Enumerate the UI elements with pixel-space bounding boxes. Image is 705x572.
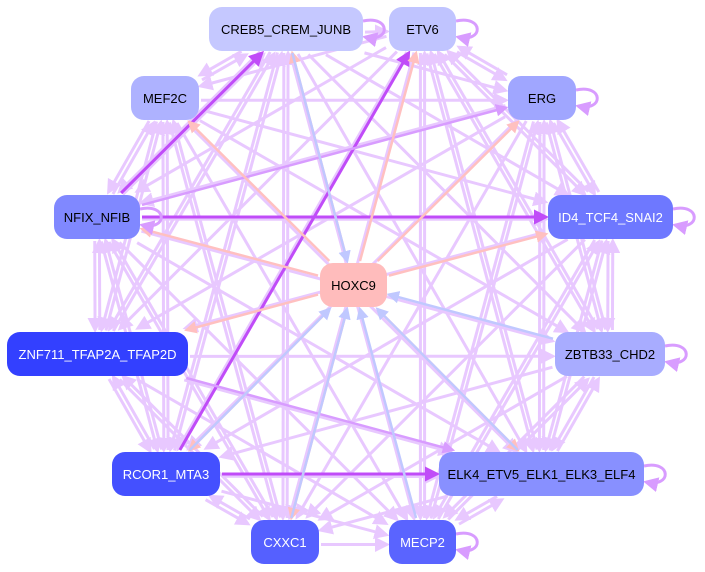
edge-ERG-to-ETV6 xyxy=(456,45,508,77)
node-nfix_nfib[interactable]: NFIX_NFIB xyxy=(54,195,140,239)
edge-RCOR1_MTA3-to-MEF2C xyxy=(159,118,175,450)
node-hoxc9[interactable]: HOXC9 xyxy=(320,263,387,307)
edge-CXXC1-to-HOXC9 xyxy=(290,306,351,519)
edge-ERG-to-CXXC1 xyxy=(295,120,528,520)
edge-RCOR1_MTA3-to-ETV6 xyxy=(178,50,411,451)
edge-RCOR1_MTA3-to-ZNF711_TFAP2A_TFAP2D xyxy=(111,374,156,450)
node-label: ELK4_ETV5_ELK1_ELK3_ELF4 xyxy=(447,466,636,482)
node-label: NFIX_NFIB xyxy=(63,209,131,225)
edge-CXXC1-to-CREB5_CREM_JUNB xyxy=(280,50,296,519)
edge-HOXC9-to-NFIX_NFIB xyxy=(139,225,319,277)
edge-CREB5_CREM_JUNB-to-HOXC9 xyxy=(291,52,351,264)
node-label: CXXC1 xyxy=(263,534,307,550)
edge-ZNF711_TFAP2A_TFAP2D-to-MECP2 xyxy=(136,378,389,525)
edge-MEF2C-to-MECP2 xyxy=(175,122,409,522)
edge-HOXC9-to-ID4_TCF4_SNAI2 xyxy=(388,230,549,277)
node-erg[interactable]: ERG xyxy=(508,76,576,120)
edge-ERG-to-NFIX_NFIB xyxy=(138,104,506,207)
edge-ID4_TCF4_SNAI2-to-RCOR1_MTA3 xyxy=(203,237,569,450)
edge-NFIX_NFIB-to-MEF2C xyxy=(111,120,155,195)
edge-HOXC9-to-ETV6 xyxy=(358,50,420,262)
node-zbtb33_chd2[interactable]: ZBTB33_CHD2 xyxy=(555,332,665,376)
node-creb5_crem_junb[interactable]: CREB5_CREM_JUNB xyxy=(209,7,363,51)
edge-HOXC9-to-ERG xyxy=(376,120,520,262)
edge-CREB5_CREM_JUNB-to-MEF2C xyxy=(197,49,243,77)
node-cxxc1[interactable]: CXXC1 xyxy=(251,520,319,564)
edge-CXXC1-to-RCOR1_MTA3 xyxy=(207,494,251,521)
self-loop-ID4_TCF4_SNAI2 xyxy=(672,206,696,235)
node-label: ID4_TCF4_SNAI2 xyxy=(558,209,663,225)
edge-HOXC9-to-MEF2C xyxy=(187,120,331,262)
node-etv6[interactable]: ETV6 xyxy=(389,7,456,51)
edge-ELK4_ETV5_ELK1_ELK3_ELF4-to-CXXC1 xyxy=(317,494,449,535)
edge-ETV6-to-RCOR1_MTA3 xyxy=(176,51,409,452)
edge-CREB5_CREM_JUNB-to-CXXC1 xyxy=(275,52,291,521)
self-loop-ELK4_ETV5_ELK1_ELK3_ELF4 xyxy=(643,463,667,492)
node-label: HOXC9 xyxy=(331,277,376,293)
self-loop-CREB5_CREM_JUNB xyxy=(362,18,386,47)
edge-ERG-to-ZNF711_TFAP2A_TFAP2D xyxy=(135,115,506,330)
node-label: ETV6 xyxy=(406,21,439,37)
node-id4_tcf4_snai2[interactable]: ID4_TCF4_SNAI2 xyxy=(548,195,673,239)
edge-ZBTB33_CHD2-to-HOXC9 xyxy=(386,291,554,340)
edge-MEF2C-to-ZBTB33_CHD2 xyxy=(199,119,570,334)
edge-HOXC9-to-ZNF711_TFAP2A_TFAP2D xyxy=(184,293,319,334)
node-label: RCOR1_MTA3 xyxy=(122,466,210,482)
edge-MECP2-to-HOXC9 xyxy=(356,306,418,519)
self-loop-NFIX_NFIB xyxy=(139,206,163,235)
edge-NFIX_NFIB-to-ERG xyxy=(141,104,509,207)
self-loop-ERG xyxy=(575,87,599,116)
edge-ELK4_ETV5_ELK1_ELK3_ELF4-to-ZBTB33_CHD2 xyxy=(556,376,600,452)
edge-MECP2-to-ELK4_ETV5_ELK1_ELK3_ELF4 xyxy=(458,498,505,526)
self-loop-ZBTB33_CHD2 xyxy=(664,343,688,372)
node-rcor1_mta3[interactable]: RCOR1_MTA3 xyxy=(112,452,220,496)
edge-ELK4_ETV5_ELK1_ELK3_ELF4-to-HOXC9 xyxy=(375,307,519,451)
node-label: MEF2C xyxy=(142,90,188,106)
edge-NFIX_NFIB-to-ELK4_ETV5_ELK1_ELK3_ELF4 xyxy=(136,241,502,454)
node-znf711_tfap2a_tfap2d[interactable]: ZNF711_TFAP2A_TFAP2D xyxy=(7,332,188,376)
node-label: ZNF711_TFAP2A_TFAP2D xyxy=(18,346,177,362)
node-mecp2[interactable]: MECP2 xyxy=(389,520,456,564)
edge-RCOR1_MTA3-to-HOXC9 xyxy=(188,307,332,451)
edge-ID4_TCF4_SNAI2-to-ERG xyxy=(556,118,601,193)
self-loop-MECP2 xyxy=(455,531,479,560)
node-label: MECP2 xyxy=(400,534,445,550)
edge-RCOR1_MTA3-to-MECP2 xyxy=(221,489,390,539)
edge-MEF2C-to-CREB5_CREM_JUNB xyxy=(201,53,249,82)
node-mef2c[interactable]: MEF2C xyxy=(131,76,199,120)
edge-ETV6-to-NFIX_NFIB xyxy=(134,46,387,193)
node-label: ERG xyxy=(527,90,557,106)
node-label: CREB5_CREM_JUNB xyxy=(220,21,352,37)
node-label: ZBTB33_CHD2 xyxy=(564,346,656,362)
node-elk4_etv5_elk1_elk3_elf4[interactable]: ELK4_ETV5_ELK1_ELK3_ELF4 xyxy=(439,452,644,496)
self-loop-ETV6 xyxy=(455,18,479,47)
